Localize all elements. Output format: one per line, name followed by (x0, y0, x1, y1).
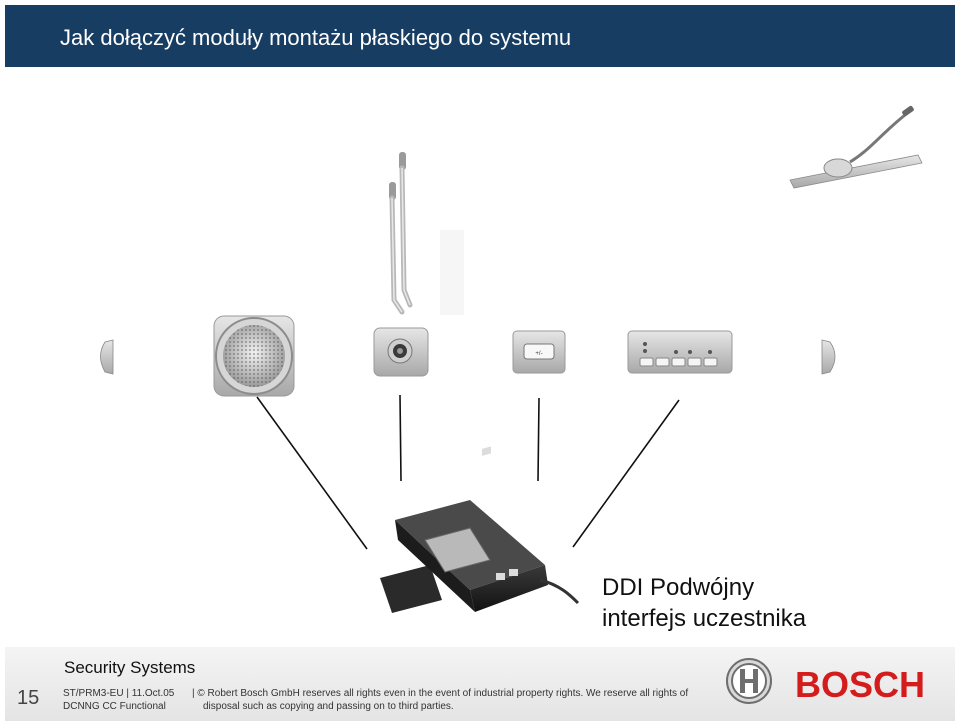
control-panel-module (627, 330, 733, 374)
slide-footer: 15 Security Systems ST/PRM3-EU | 11.Oct.… (5, 647, 955, 721)
ddi-caption: DDI Podwójny interfejs uczestnika (602, 572, 806, 634)
left-end-cap (100, 339, 114, 375)
bosch-logo: BOSCH (725, 655, 935, 711)
loudspeaker-module (213, 315, 295, 397)
copyright-text-1: © Robert Bosch GmbH reserves all rights … (197, 688, 689, 699)
tabletop-microphone-unit (789, 105, 923, 189)
division-name: Security Systems (64, 658, 196, 677)
slide-title: Jak dołączyć moduły montażu płaskiego do… (60, 25, 572, 50)
doc-meta: ST/PRM3-EU | 11.Oct.05 (63, 688, 174, 699)
ddi-interface-box (380, 446, 580, 613)
doc-date: 11.Oct.05 (131, 688, 175, 699)
copyright-line-2: disposal such as copying and passing on … (203, 701, 454, 712)
right-end-cap (821, 339, 836, 375)
copyright-line-1: | © Robert Bosch GmbH reserves all right… (192, 688, 688, 699)
microphone-connector-module (373, 327, 429, 377)
single-button-module (512, 330, 566, 374)
connection-lines (256, 394, 680, 550)
title-bar (5, 5, 955, 67)
bosch-armature-icon (726, 658, 772, 704)
separator: | (192, 688, 198, 699)
bosch-wordmark: BOSCH (795, 664, 926, 705)
caption-line-1: DDI Podwójny (602, 574, 755, 601)
department: DCNNG CC Functional (63, 701, 166, 712)
doc-code: ST/PRM3-EU (63, 688, 124, 699)
gooseneck-microphones (389, 152, 464, 315)
button-label: +/- (535, 351, 542, 357)
page-number: 15 (17, 687, 40, 709)
caption-line-2: interfejs uczestnika (602, 605, 807, 632)
separator: | (126, 688, 132, 699)
